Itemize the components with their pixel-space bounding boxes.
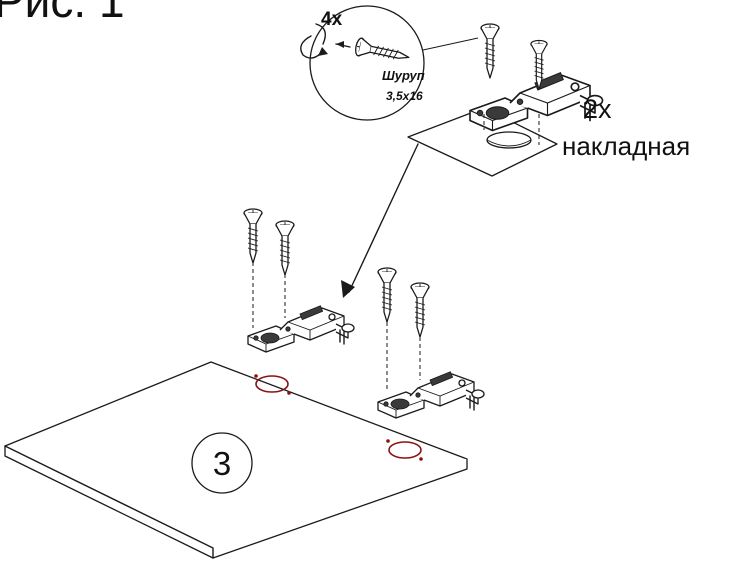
rotate-arrow-icon	[300, 23, 351, 59]
screw-icon	[377, 267, 397, 323]
screw-icon	[275, 220, 295, 276]
door-plate-detail	[407, 107, 558, 177]
figure-title: Рис. 1	[0, 0, 125, 27]
screw-name-label: Шуруп	[382, 68, 425, 83]
screw-count-label: 4x	[321, 9, 343, 30]
callout-leader-line	[422, 37, 479, 51]
panel-number: 3	[213, 445, 231, 482]
hinge-icon	[377, 371, 485, 419]
drill-hole-left	[254, 374, 291, 395]
panel-number-badge	[191, 432, 253, 494]
assembly-arrow	[341, 143, 419, 298]
hinge-icon	[247, 305, 355, 353]
screw-size-label: 3,5x16	[386, 89, 423, 103]
hinge-detail	[407, 23, 604, 177]
hinge-type-label: накладная	[562, 131, 690, 161]
screw-icon	[480, 23, 500, 79]
screw-icon	[243, 208, 263, 264]
screw-detail-callout: 4x Шуруп 3,5x16	[300, 5, 425, 121]
hinge-count-label: 2x	[583, 94, 612, 124]
drill-hole-right	[386, 439, 423, 461]
screw-icon	[410, 282, 430, 338]
door-panel: 3	[4, 361, 468, 559]
